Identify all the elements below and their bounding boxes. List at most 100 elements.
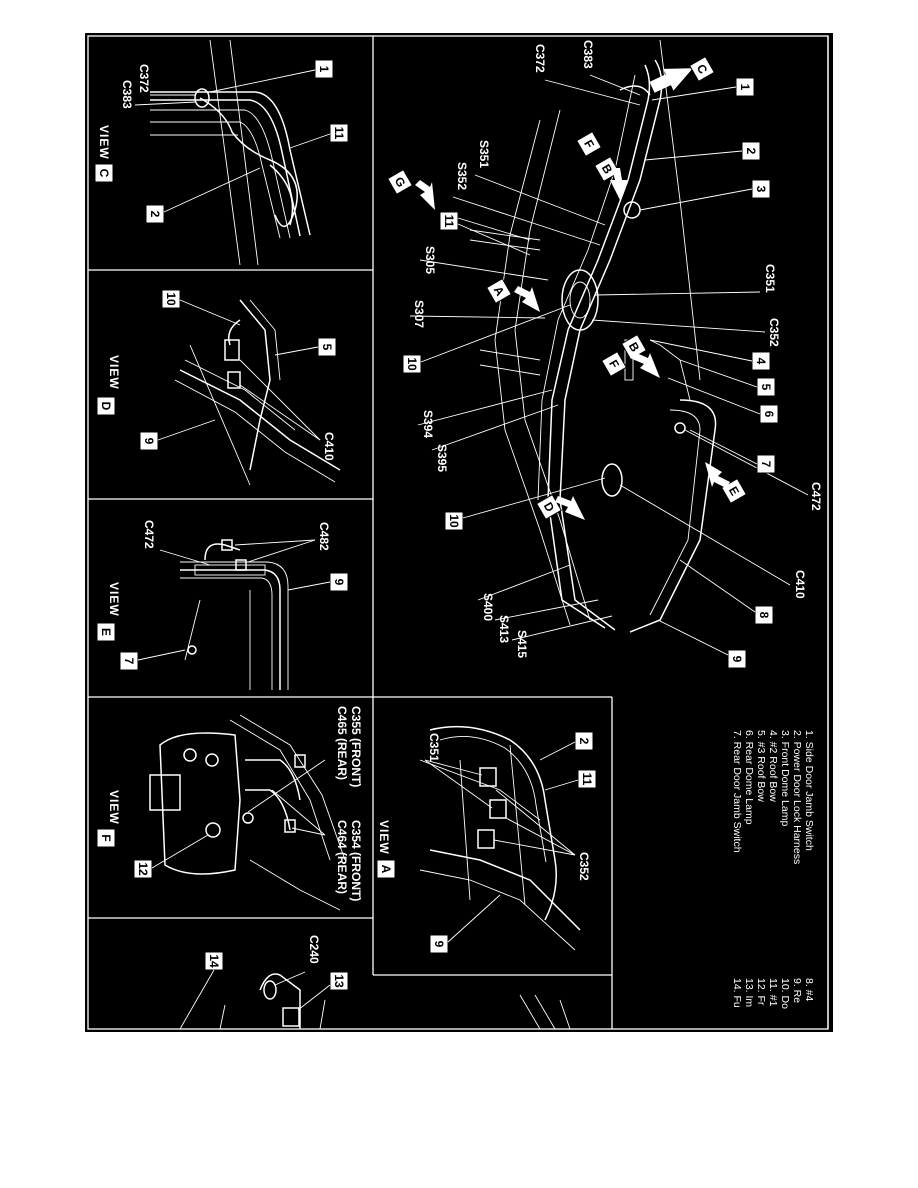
view-f-connector-c465-rear: C465 (REAR) [335,706,349,780]
view-c-title: VIEW [97,125,111,160]
main-callout-11: 11 [439,211,531,256]
main-callout-2: 2 [644,141,761,161]
svg-text:1: 1 [738,84,752,91]
view-d-panel: 10 5 9 C410 VIEW D [96,289,341,486]
main-splice-s351: S351 [477,140,491,168]
view-e-letter: E [99,628,113,636]
legend-item-10: 10. Do [779,978,791,1009]
svg-text:12: 12 [136,862,150,876]
view-f-connector-c354-front: C354 (FRONT) [349,820,363,901]
main-splice-s395: S395 [435,444,449,472]
svg-text:9: 9 [432,941,446,948]
main-callout-5: 5 [679,359,776,397]
view-c-letter: C [97,169,111,178]
view-a-callout-11: 11 [544,769,597,791]
view-f-letter: F [99,834,113,841]
svg-text:1: 1 [317,66,331,73]
view-c-callout-2: 2 [145,167,261,224]
main-splice-s394: S394 [421,410,435,438]
svg-text:14: 14 [207,954,221,968]
svg-text:6: 6 [762,411,776,418]
svg-text:9: 9 [332,579,346,586]
main-splice-s305: S305 [423,246,437,274]
svg-text:11: 11 [580,773,594,786]
legend-item-12: 12. Fr [755,978,767,1006]
view-a-drawing [419,725,581,951]
view-c-connector-c372: C372 [137,64,151,93]
view-c-panel: C372 C383 1 11 2 VIEW C [94,39,349,266]
svg-text:2: 2 [744,148,758,155]
view-c-callout-1: 1 [209,59,334,93]
panel-borders [87,35,829,1030]
view-e-title: VIEW [107,582,121,617]
view-d-callout-9: 9 [139,419,216,451]
svg-text:10: 10 [405,357,419,371]
main-callout-10-top: 10 [402,304,571,374]
main-connector-c383: C383 [581,40,595,69]
svg-text:5: 5 [320,344,334,351]
svg-text:5: 5 [759,384,773,391]
svg-text:7: 7 [759,461,773,468]
main-arrow-d: D [536,494,585,520]
view-a-panel: C351 C352 2 11 9 VIEW A [376,725,597,1030]
svg-text:9: 9 [142,438,156,445]
view-d-letter: D [99,402,113,411]
svg-text:2: 2 [577,738,591,745]
view-e-panel: C472 C482 9 7 VIEW E [96,520,349,690]
view-f-connector-c464-rear: C464 (REAR) [335,820,349,894]
view-d-connector-c410: C410 [322,432,336,461]
main-splice-s352: S352 [455,162,469,190]
view-f-connector-c355-front: C355 (FRONT) [349,706,363,787]
view-e-connector-c472: C472 [142,520,156,549]
main-connector-c372: C372 [533,44,547,73]
view-c-drawing [150,39,311,266]
view-d-title: VIEW [107,355,121,390]
main-connector-c472: C472 [809,482,823,511]
legend-item-8: 8. #4 [803,978,815,1002]
svg-text:4: 4 [754,358,768,365]
legend-item-5: 5. #3 Roof Bow [755,730,767,802]
svg-text:8: 8 [757,612,771,619]
main-callout-7: 7 [689,429,776,474]
diagram-background [85,33,833,1032]
bottom-view-callout-14: 14 [179,951,224,1030]
view-a-title: VIEW [377,820,391,855]
main-view-panel: C F B G A B F [387,39,823,669]
legend-item-1: 1. Side Door Jamb Switch [803,730,815,851]
main-callout-8: 8 [679,559,774,625]
main-splice-s413: S413 [497,615,511,643]
main-arrow-e: E [705,462,747,504]
svg-text:10: 10 [447,514,461,528]
view-c-connector-c383: C383 [120,80,134,109]
view-f-letter-box [96,828,116,848]
main-arrow-c: C [649,56,715,93]
view-c-letter-box [94,163,114,183]
legend-item-2: 2. Power Door Lock Harness [791,730,803,864]
main-arrow-g: G [387,169,435,210]
main-arrow-f-top: F [576,131,602,157]
legend-item-4: 4. #2 Roof Bow [767,730,779,802]
bottom-view-connector-c240: C240 [307,935,321,964]
svg-text:11: 11 [332,127,346,140]
main-splice-s415: S415 [515,630,529,658]
view-a-callout-2: 2 [539,731,594,761]
legend-item-7: 7. Rear Door Jamb Switch [731,730,743,853]
legend-item-6: 6. Rear Dome Lamp [743,730,755,825]
view-e-callout-7: 7 [119,649,186,671]
svg-text:13: 13 [332,974,346,988]
view-e-letter-box [96,622,116,642]
legend-item-14: 14. Fu [731,978,743,1008]
main-arrow-b-mid: B [621,334,647,360]
main-callout-10-bottom: 10 [444,477,606,531]
view-a-callout-9: 9 [429,894,501,954]
view-a-letter: A [379,865,393,874]
main-connector-c410: C410 [793,570,807,599]
view-a-connector-c352: C352 [577,852,591,881]
view-e-connector-c482: C482 [317,522,331,551]
view-a-connector-c351: C351 [427,733,441,762]
main-arrow-f-mid: F [601,351,660,378]
bottom-view-drawing [219,973,326,1030]
main-arrow-b-top: B [594,156,628,200]
main-callout-3: 3 [639,179,771,211]
